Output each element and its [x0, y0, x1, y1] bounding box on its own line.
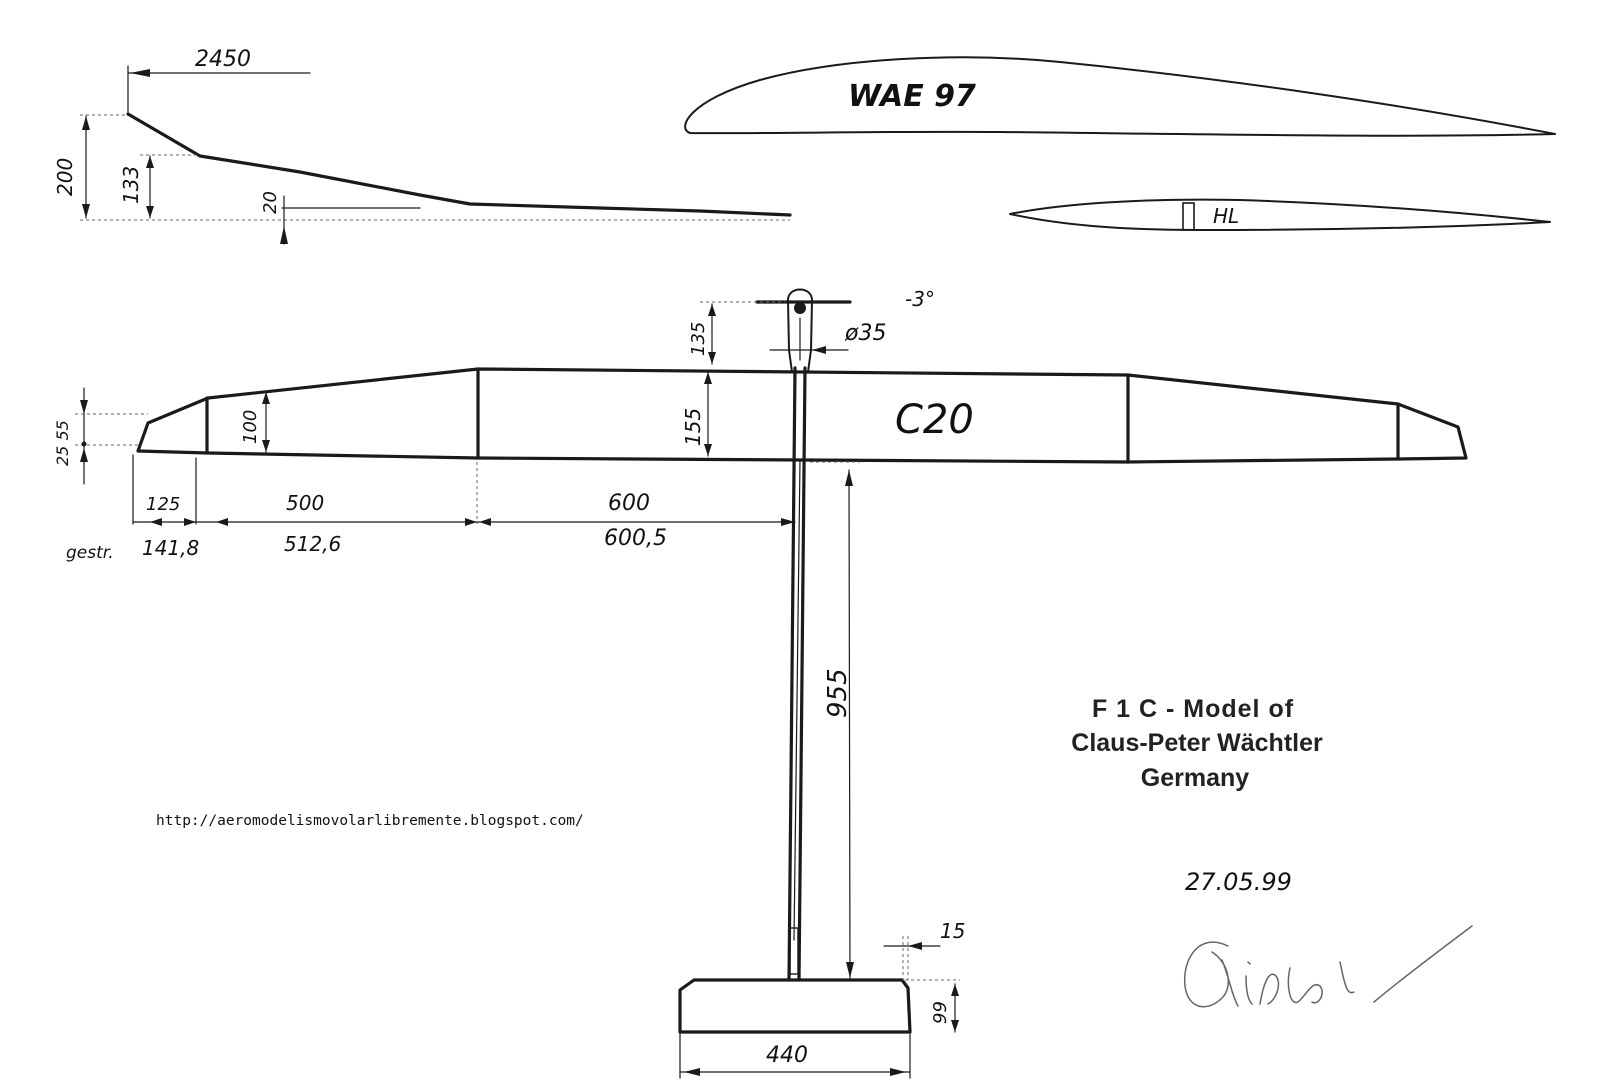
fin-offset-label: 15 [940, 919, 965, 943]
wing-dihedral-line [126, 112, 792, 217]
height133-label: 133 [119, 166, 143, 204]
tip-height-arrow-up [80, 400, 88, 414]
stab-span-arrow-right [890, 1068, 906, 1076]
stab-airfoil-label: HL [1213, 204, 1239, 228]
span-arrow [130, 69, 150, 77]
title-block: F 1 C - Model of Claus-Peter Wächtler Ge… [1071, 695, 1323, 792]
panel-chord-arrow-down [262, 440, 270, 452]
stretched-tip-label: 141,8 [142, 536, 199, 560]
pylon-incidence-label: -3° [905, 287, 935, 311]
pylon-height-arrow-up [708, 304, 716, 316]
engine-hub [794, 302, 806, 314]
stretched-mid-label: 512,6 [284, 532, 341, 556]
stab-chord-arrow-up [951, 984, 959, 996]
top-view: C20 135 ø35 -3° 25 55 [53, 287, 1468, 1079]
stab-airfoil [1009, 198, 1551, 231]
pylon-nose [787, 288, 813, 351]
root-chord-arrow-up [704, 372, 712, 384]
height200-arrow-up [82, 116, 90, 130]
tip-height-arrow-down [80, 448, 88, 462]
height20-arrow [280, 226, 288, 244]
fuselage-right [797, 366, 807, 982]
title-line-2: Claus-Peter Wächtler [1071, 729, 1323, 757]
pylon-right-edge [807, 349, 812, 373]
tail-moment-arrow-up [845, 470, 853, 486]
panel-arrow-6 [781, 518, 795, 526]
tail-moment-arrow-down [846, 962, 854, 978]
stab-chord-label: 99 [930, 1001, 951, 1024]
height200-arrow-down [82, 204, 90, 218]
model-name-label: C20 [895, 397, 974, 443]
height200-label: 200 [53, 158, 77, 196]
stab-span-label: 440 [766, 1043, 808, 1068]
stretched-label: gestr. [66, 543, 114, 563]
wing-airfoil [684, 56, 1556, 137]
height20-label: 20 [260, 191, 281, 214]
panel-chord-label: 100 [240, 410, 261, 444]
panel-center-label: 600 [608, 491, 650, 516]
panel-arrow-3 [216, 518, 228, 526]
fuselage-center [793, 459, 801, 941]
fuselage-left [787, 366, 797, 982]
tail-moment-line [848, 469, 851, 981]
fin-offset-arrow [908, 942, 922, 950]
tip-height-label: 25 55 [53, 420, 72, 466]
panel-arrow-5 [479, 518, 491, 526]
height133-arrow-down [146, 206, 154, 218]
stab-chord-arrow-down [951, 1020, 959, 1032]
stab-outline [678, 978, 912, 1034]
panel-tip-label: 125 [146, 494, 180, 515]
dihedral-view: 2450 200 133 20 [53, 47, 792, 245]
span-label: 2450 [195, 47, 251, 72]
panel-chord-arrow-up [262, 392, 270, 404]
panel-mid-label: 500 [286, 491, 324, 515]
pylon-height-label: 135 [688, 322, 709, 356]
signature-stroke [1183, 925, 1473, 1008]
pylon-diameter-label: ø35 [844, 321, 886, 346]
panel-arrow-4 [465, 518, 477, 526]
stab-span-arrow-left [684, 1068, 700, 1076]
root-chord-label: 155 [681, 408, 705, 446]
signature [1183, 925, 1473, 1008]
pylon-diameter-arrow [812, 346, 826, 354]
height133-arrow-up [146, 156, 154, 168]
stab-spar [1182, 202, 1195, 231]
airfoil-section: WAE 97 HL [684, 56, 1556, 231]
pylon-left-edge [788, 349, 793, 373]
panel-arrow-1 [150, 518, 162, 526]
wing-airfoil-label: WAE 97 [848, 79, 976, 114]
source-url: http://aeromodelismovolarlibremente.blog… [156, 813, 584, 829]
panel-arrow-2 [184, 518, 196, 526]
tail-moment-label: 955 [823, 668, 853, 718]
title-line-3: Germany [1141, 764, 1249, 792]
drawing-date: 27.05.99 [1185, 868, 1292, 896]
root-chord-arrow-down [704, 444, 712, 456]
title-line-1: F 1 C - Model of [1092, 695, 1294, 723]
stretched-center-label: 600,5 [604, 526, 667, 551]
pylon-height-arrow-down [708, 352, 716, 364]
wing-outline [136, 367, 1468, 464]
fin-marker [789, 927, 799, 975]
tip-height-dot [81, 441, 87, 447]
